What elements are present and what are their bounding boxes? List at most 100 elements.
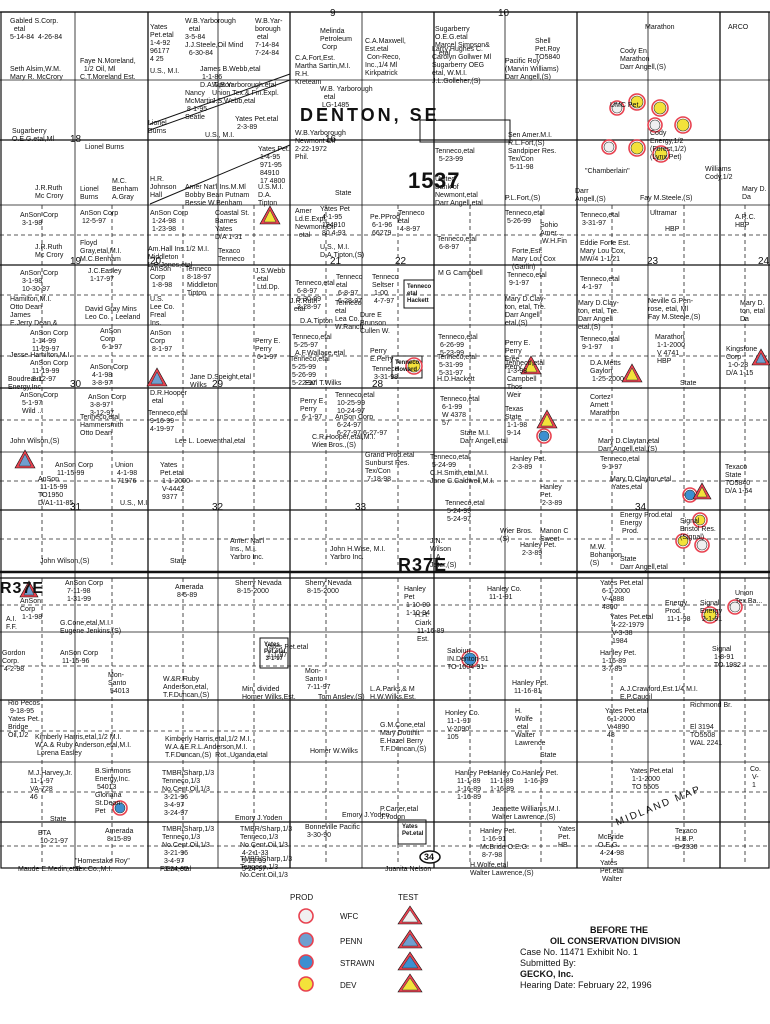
tract-label: AnSon Corp 3-1-98 <box>20 212 59 227</box>
producing-well-dev-ring <box>628 139 646 157</box>
section-number: 16 <box>325 134 337 145</box>
section-number: 10 <box>498 8 510 19</box>
well-legend: PROD TEST WFC PENN STRAWN DEV <box>290 893 440 1018</box>
test-well-penn <box>18 453 32 467</box>
tract-label: AnSon Corp 11-19-99 3-12-97 <box>30 360 69 383</box>
tract-label: Grand Prod.etal Sunburst Res. Tex/Con 7-… <box>365 452 415 483</box>
tract-label: Hanley Co. 11-1-91 <box>487 586 522 601</box>
tract-label: Shell Pet.Roy TO5840 <box>535 38 561 61</box>
tract-label: Yates Pet.etal 1-1-97 <box>265 644 309 659</box>
test-well-dev <box>625 367 639 381</box>
tract-label: W.B.Yarborough etal 3-5-84 J.J.Steele,Oi… <box>185 18 244 57</box>
tract-label: Eddie Forte Est. Mary Lou Cox, MW/4 1-1/… <box>580 240 631 263</box>
tract-label: Perry E. Perry 6-1-97 <box>255 338 281 361</box>
tract-label: Amerada 8-15-89 <box>105 828 134 843</box>
section-number: 23 <box>647 256 659 267</box>
tract-label: Tenneco,etal 9-1-97 <box>507 272 547 287</box>
tract-label: Marathon <box>645 24 675 31</box>
tract-label: Tenneco etal 6-8-97 6-28-97 <box>336 274 363 305</box>
tract-label: Sugarberry O.E.G.etal,Ml <box>12 128 55 143</box>
tract-label: J.C.Easley 1-17-97 <box>88 268 122 283</box>
tract-label: Perry E. Perry Free Perry <box>505 340 531 371</box>
tract-label: M G Campbell <box>438 270 483 277</box>
tract-label: Am.Hall Ins.1/2 M.I. Middleton L.E.Jones… <box>148 246 210 269</box>
producing-well-dev <box>653 101 667 115</box>
tract-label: H.D.Hackett <box>437 376 475 383</box>
tract-label: M.J.Harvey,Jr. 11-1-97 VA-728 46 <box>28 770 73 801</box>
legend-test-symbol <box>401 909 419 923</box>
producing-well-strawn-ring <box>536 428 552 444</box>
tract-label: Tenneco,etal 1-3-98 Campbell Thos Weir <box>505 360 545 399</box>
tract-label: P.L.Fort,(S) <box>505 195 541 202</box>
tract-label: John Wilson,(S) <box>10 438 60 445</box>
tract-label: A.F.Wallace,etal <box>295 350 345 357</box>
tract-label: Melinda Petroleum Corp <box>320 28 352 51</box>
tract-label: Ultramar <box>650 210 677 217</box>
producing-well-dev <box>407 359 421 373</box>
tract-label: Pe.PProd 6-1-96 66279 <box>370 214 400 237</box>
tract-label: Gordon Corp. 4-2-98 <box>2 650 26 673</box>
tract-label: Williams Cody,1/2 <box>705 166 733 181</box>
producing-well-dev <box>694 514 706 526</box>
tract-label: AnSon Corp 1-8-98 <box>150 266 173 289</box>
tract-label: Texaco Tenneco <box>218 248 245 263</box>
tract-label: State M.I. Darr Angell,etal <box>460 430 508 445</box>
tract-label: Jeanette Williams,M.I. Walter Lawrence,(… <box>492 806 561 821</box>
tract-box <box>419 119 511 143</box>
tract-label: State <box>680 380 697 387</box>
producing-well-dev <box>677 535 689 547</box>
tract-label: Tenneco Seltser 1-00 4-7-97 <box>372 274 399 305</box>
section-number: 31 <box>70 502 82 513</box>
producing-well-wfc <box>649 119 661 131</box>
tract-label: Tenneco,etal 10-25-99 10-24-97 <box>335 392 375 415</box>
tract-label: Amer Ld.E.Expl. Newmont Oil etal <box>295 208 336 239</box>
tract-label: Boudreaux Energy,Inc <box>8 376 42 391</box>
tract-label: Tenneco,etal 5-23-99 <box>435 148 475 163</box>
producing-well-dev <box>630 95 644 109</box>
tract-label: Signal 1-8-91 TO 1982 <box>712 646 741 669</box>
tract-label: Mary D.Claytan,etal Darr Angell,etal,(S) <box>598 438 660 453</box>
tract-label: Tenneco,etal 6-8-97 5-30-99 3-28-97 <box>295 280 335 311</box>
tract-label: AnSon Corp 7-11-98 1-31-99 <box>65 580 104 603</box>
tract-label: Tenneco 3-31-98 <box>372 366 399 381</box>
producing-well-strawn <box>538 430 550 442</box>
tract-label: Hanley Pet. 1-16-89 <box>522 770 559 785</box>
tract-label: Tenneco,etal 5-25-99 5-26-99 5-22-97 <box>290 356 330 387</box>
tract-label: Yates Pet.etal 6-1-2000 V-4890 48 <box>605 708 649 739</box>
tract-label: Mary D. ton, etal Da <box>740 300 765 323</box>
tract-label: United Bank of Newmont,etal Darr Angell,… <box>435 176 483 207</box>
section-number: 30 <box>70 379 82 390</box>
caption-hearing-date: Hearing Date: February 22, 1996 <box>520 980 652 990</box>
tract-label: Sugarberry O.E.G.etal Marcel Simpson& et… <box>435 26 490 57</box>
tract-label: H. Wolfe etal Walter Lawrence <box>515 708 546 747</box>
tract-label: AnSon Corp 6-1-97 <box>100 328 123 351</box>
tract-label: Lee L. Loewenthal,etal <box>175 438 246 445</box>
tract-label: Tenneco,etal 5-25-97 <box>292 334 332 349</box>
producing-well-dev <box>676 118 690 132</box>
tract-label: Kimberly Harris,etal,1/2 M.I. W.A.&E.R.L… <box>165 736 268 759</box>
caption-division: OIL CONSERVATION DIVISION <box>550 936 681 946</box>
tract-label: F.Cox,etal <box>160 866 192 873</box>
tract-label: Sherry Nevada 8-15-2000 <box>305 580 352 595</box>
tract-label: Amer Nat'l Ins.M.Ml Bobby Bean Putnam Be… <box>185 184 250 207</box>
section-number: 22 <box>395 256 407 267</box>
tract-label: W.B.Yarborough.etal Union Tex.& Fin.Expl… <box>212 82 279 105</box>
tract-label: AnSon Corp 11-15-96 <box>60 650 99 665</box>
legend-test-symbol <box>401 933 419 947</box>
tract-label: Mary D.Clay- ton, etal, Tre. Darr Angell… <box>578 300 619 331</box>
producing-well-wfc-ring <box>647 117 663 133</box>
tract-label: Neville G.Pen- rose, etal, Ml Fay M.Stee… <box>648 298 701 321</box>
tract-label: Union Tex.Ba... <box>735 590 763 605</box>
tract-label: H.Wolfe,etal Walter Lawrence,(S) <box>470 862 534 877</box>
boxed-tract-label: Tenneco etal Hackett <box>407 284 432 304</box>
tract-label: P.Carter,etal J.Yodon <box>380 806 419 821</box>
producing-well-wfc-ring <box>727 599 743 615</box>
producing-well-strawn-ring <box>112 800 128 816</box>
tract-label: D.A.Metts Gaylon 1-25-2000 <box>590 360 624 383</box>
producing-well-wfc <box>696 539 708 551</box>
tract-label: Hanley Pet. 11-16-81 <box>512 680 549 695</box>
highway-34-shield <box>419 850 441 864</box>
tract-label: Sohio Amer... W.H.Fin <box>540 222 567 245</box>
producing-well-dev-ring <box>651 99 669 117</box>
